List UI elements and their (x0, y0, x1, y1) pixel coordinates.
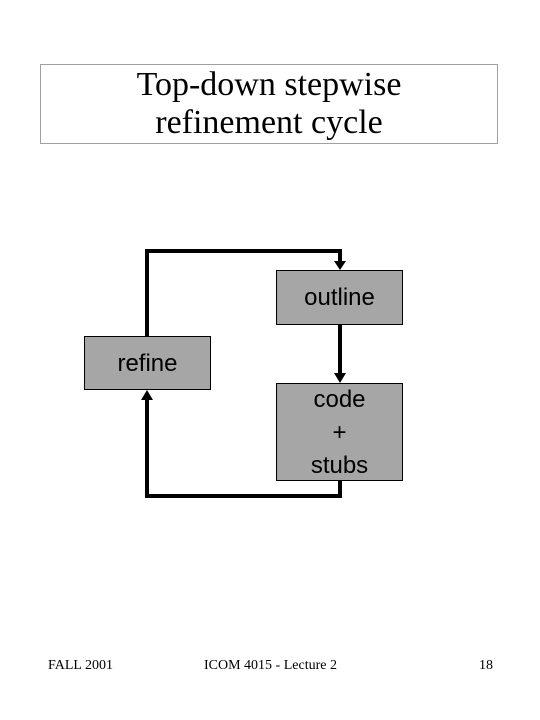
arrowhead-into-code (334, 373, 346, 383)
refine-label: refine (117, 349, 178, 377)
outline-label: outline (304, 284, 375, 311)
slide-title: Top-down stepwise refinement cycle (40, 64, 498, 144)
title-line-2: refinement cycle (155, 104, 383, 141)
refine-box: refine (84, 336, 211, 390)
outline-box: outline (276, 270, 403, 325)
footer-page-number: 18 (479, 658, 493, 673)
plus-label: + (332, 418, 347, 446)
stubs-label: stubs (310, 451, 369, 479)
code-stubs-box: code + stubs (276, 383, 403, 481)
connector-refine-to-outline (145, 249, 342, 336)
arrowhead-into-outline (334, 261, 346, 270)
title-line-1: Top-down stepwise (136, 66, 402, 103)
code-label: code (313, 385, 366, 413)
arrowhead-into-refine (141, 390, 153, 400)
connector-code-to-refine (145, 399, 342, 498)
footer-course: ICOM 4015 - Lecture 2 (204, 658, 337, 673)
footer-term: FALL 2001 (48, 658, 113, 673)
